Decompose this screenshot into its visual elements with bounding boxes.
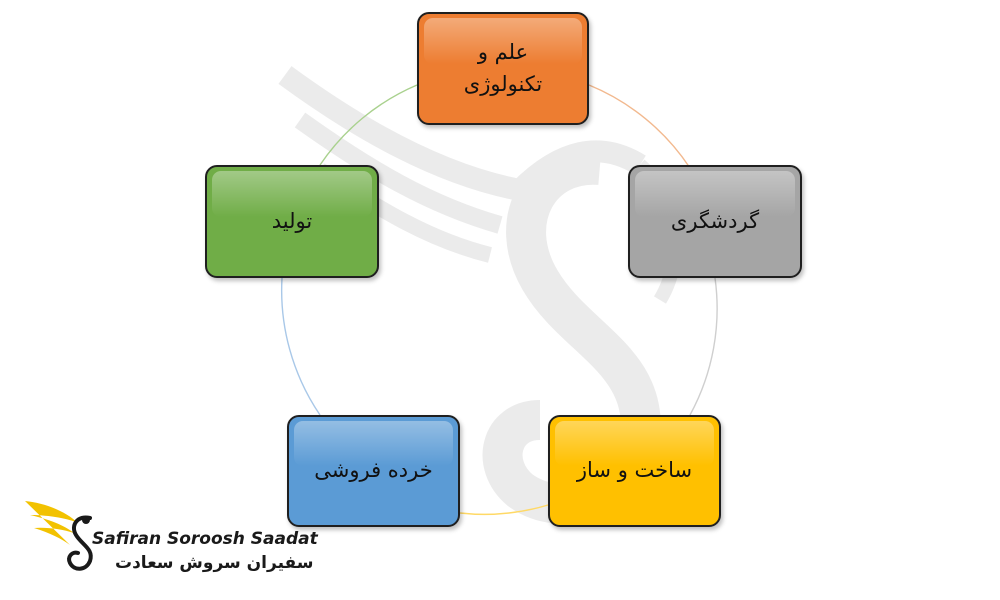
- logo-text-en: Safiran Soroosh Saadat: [92, 529, 318, 549]
- edge-top-right: [588, 84, 691, 169]
- node-construction: ساخت و ساز: [548, 415, 721, 527]
- logo-text-fa: سفیران سروش سعادت: [115, 553, 314, 573]
- node-label: گردشگری: [670, 208, 760, 233]
- node-label: علم و تکنولوژی: [463, 40, 543, 96]
- edge-bottomright-bottomleft: [459, 504, 549, 516]
- node-science-technology: علم و تکنولوژی: [417, 12, 589, 125]
- edge-right-bottomright: [689, 277, 718, 416]
- node-label: ساخت و ساز: [576, 458, 693, 483]
- edge-bottomleft-left: [280, 277, 321, 416]
- node-manufacturing: تولید: [205, 165, 379, 278]
- swan-wing-logo-icon: [25, 501, 93, 571]
- node-retail: خرده فروشی: [287, 415, 460, 527]
- node-tourism: گردشگری: [628, 165, 802, 278]
- brand-logo: Safiran Soroosh Saadat سفیران سروش سعادت: [20, 493, 318, 583]
- node-label: تولید: [271, 208, 313, 233]
- node-label: خرده فروشی: [314, 458, 433, 483]
- edge-left-top: [319, 84, 418, 166]
